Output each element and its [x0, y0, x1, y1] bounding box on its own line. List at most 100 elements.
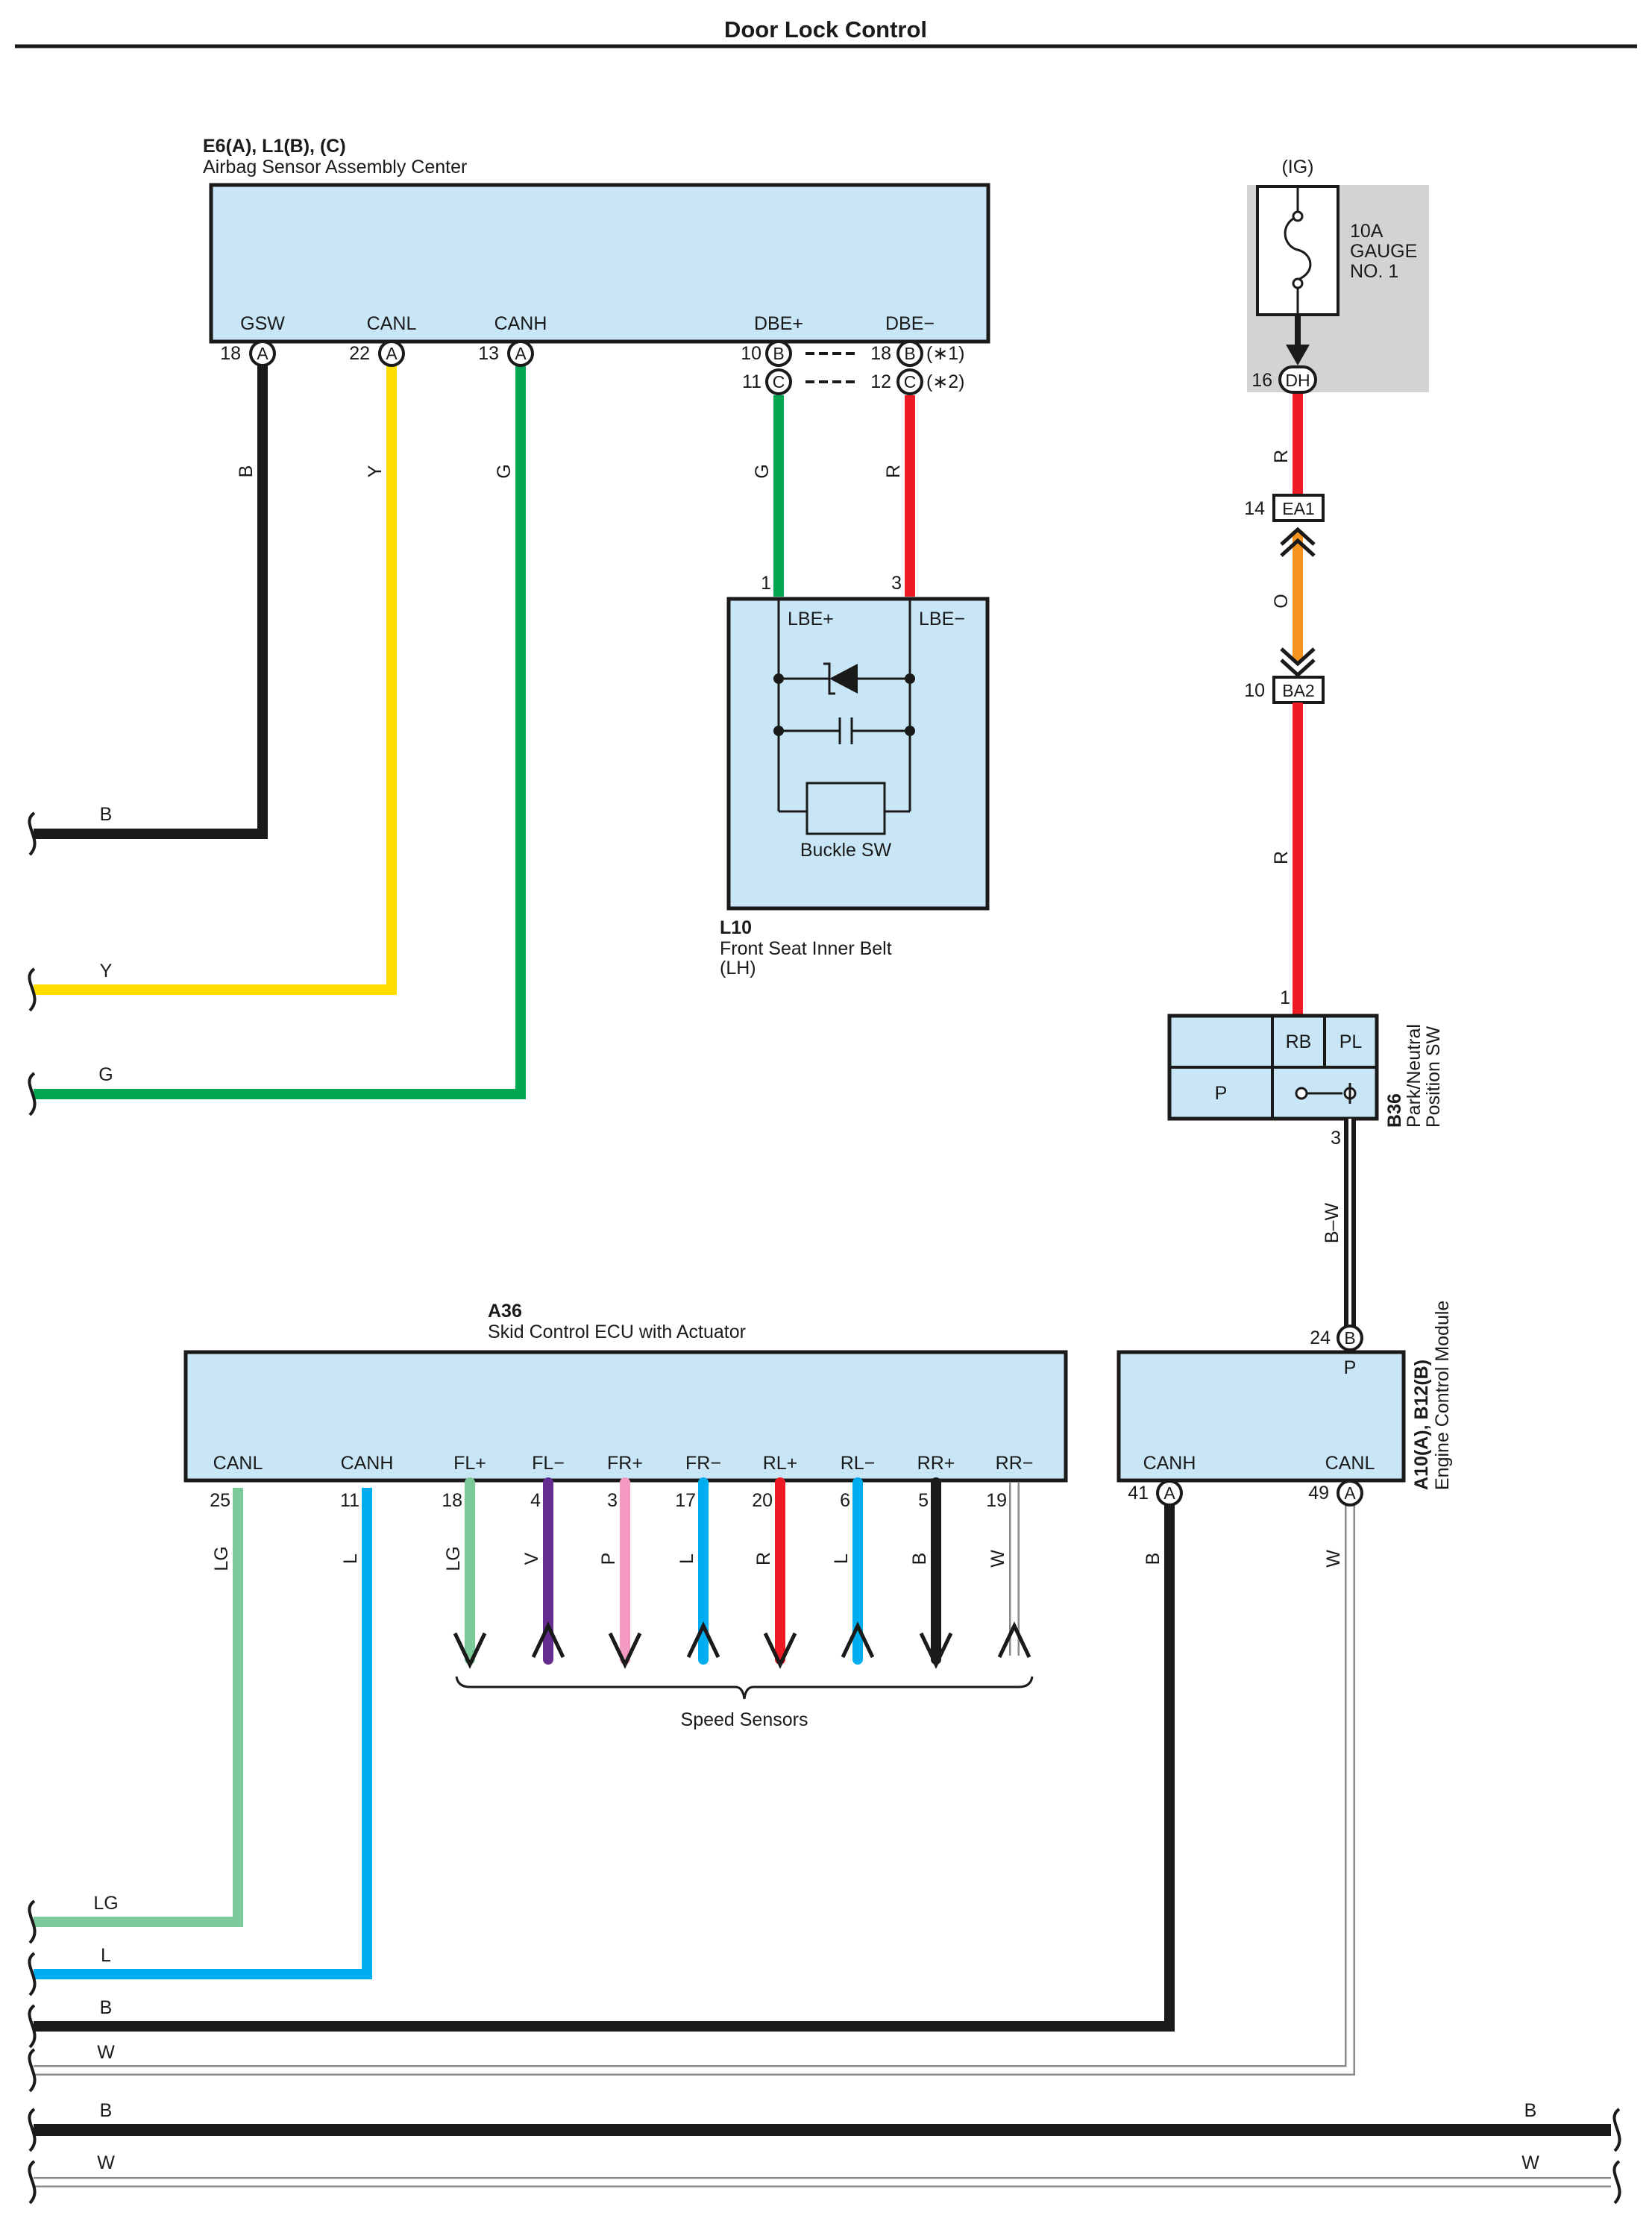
skid-wire-label: W: [987, 1550, 1008, 1568]
fuse-ig: (IG): [1281, 157, 1313, 177]
skid-term-label: RR+: [917, 1453, 955, 1474]
skid-wire-label: L: [676, 1553, 697, 1564]
left-label-w1: W: [97, 2042, 115, 2063]
wire-gsw-b: [34, 354, 268, 839]
skid-wire-label: LG: [443, 1546, 464, 1571]
svg-text:A: A: [1163, 1483, 1175, 1503]
pn-switch-contact-icon: [1295, 1083, 1357, 1104]
svg-text:14: 14: [1244, 498, 1265, 519]
ecm-code: A10(A), B12(B): [1411, 1360, 1432, 1490]
arrow-down-icon: [608, 1632, 642, 1669]
skid-term-label: FR−: [685, 1453, 721, 1474]
speed-sensors-brace: [455, 1676, 1034, 1700]
wire-break-icon: [28, 967, 37, 1012]
skid-pin-number: 3: [607, 1490, 618, 1511]
wire-break-icon: [28, 811, 37, 856]
arrow-up-icon: [686, 1621, 720, 1659]
svg-text:A: A: [257, 344, 268, 363]
arrow-up-icon: [531, 1621, 565, 1659]
buckle-sw-label: Buckle SW: [800, 840, 892, 861]
airbag-pin-10b: 10 B: [741, 340, 792, 367]
wire-break-icon: [1612, 2108, 1621, 2152]
airbag-pin-12c: 12 C (∗2): [870, 368, 965, 395]
svg-text:13: 13: [478, 343, 499, 364]
ecm-term-canh: CANH: [1143, 1453, 1196, 1474]
left-label-lg: LG: [93, 1893, 118, 1914]
svg-text:B: B: [1344, 1328, 1355, 1348]
ecm-term-p: P: [1344, 1357, 1357, 1378]
skid-pin-number: 5: [918, 1490, 929, 1511]
wire-break-icon: [28, 1072, 37, 1116]
svg-text:B: B: [904, 344, 915, 363]
svg-text:10: 10: [741, 343, 761, 364]
airbag-pin-13: 13 A: [478, 340, 534, 367]
skid-term-label: CANH: [341, 1453, 394, 1474]
junction-ba2: 10 BA2: [1244, 676, 1325, 704]
wire-label-dbe-pos: G: [752, 464, 773, 478]
skid-terminals: CANL25LGCANH11LFL+18LGFL−4VFR+3PFR−17LRL…: [210, 1453, 1033, 1571]
wire-canh-g: [34, 354, 526, 1099]
skid-pin-number: 6: [840, 1490, 850, 1511]
fuse-icon: [1284, 186, 1312, 315]
wire-label-ba2-sw: R: [1271, 851, 1292, 864]
airbag-pin-11c: 11 C: [742, 368, 792, 395]
svg-text:49: 49: [1308, 1483, 1329, 1504]
skid-term-label: FL+: [453, 1453, 486, 1474]
pn-pin-in: 1: [1280, 987, 1290, 1008]
skid-pin-number: 11: [340, 1490, 359, 1511]
skid-term-label: FL−: [532, 1453, 565, 1474]
fuse-number: NO. 1: [1350, 261, 1398, 282]
ecm-term-canl: CANL: [1325, 1453, 1375, 1474]
airbag-term-gsw: GSW: [240, 313, 285, 334]
skid-code: A36: [488, 1301, 522, 1322]
skid-pin-number: 18: [442, 1490, 462, 1511]
airbag-sensor-box: [209, 183, 990, 344]
pn-term-p: P: [1215, 1083, 1228, 1104]
skid-wire-label: R: [753, 1552, 774, 1565]
skid-pin-number: 17: [675, 1490, 696, 1511]
wire-label-canl: Y: [365, 465, 386, 477]
wire-break-icon: [28, 2004, 37, 2049]
skid-term-label: FR+: [607, 1453, 643, 1474]
svg-text:11: 11: [742, 371, 761, 392]
ecm-pin-41: 41 A: [1128, 1480, 1183, 1506]
skid-term-label: RR−: [996, 1453, 1034, 1474]
belt-name-1: Front Seat Inner Belt: [720, 938, 892, 959]
right-label-w: W: [1521, 2152, 1539, 2173]
airbag-term-canh: CANH: [494, 313, 547, 334]
wire-ecm-canh-b: [34, 1499, 1175, 2032]
left-label-y: Y: [100, 961, 113, 981]
skid-pin-number: 25: [210, 1490, 230, 1511]
junction-ea1: 14 EA1: [1244, 494, 1325, 522]
skid-wire-label: L: [831, 1553, 852, 1564]
wire-break-icon: [28, 1900, 37, 1944]
svg-text:DH: DH: [1285, 371, 1310, 390]
belt-name-2: (LH): [720, 958, 756, 978]
fuse-connector-arrow: [1286, 345, 1310, 365]
belt-box: [726, 597, 990, 911]
skid-name: Skid Control ECU with Actuator: [488, 1322, 746, 1342]
belt-code: L10: [720, 917, 752, 938]
left-label-b3: B: [100, 2100, 113, 2121]
airbag-term-dbe-pos: DBE+: [754, 313, 803, 334]
page-title: Door Lock Control: [724, 16, 927, 43]
svg-text:BA2: BA2: [1282, 681, 1314, 700]
skid-wire-label: LG: [211, 1546, 232, 1571]
wire-label-sw-ecm: B–W: [1322, 1203, 1342, 1244]
wire-break-icon: [28, 1952, 37, 1996]
skid-wire-label: P: [598, 1553, 619, 1565]
skid-wire-label: V: [521, 1552, 542, 1565]
left-label-l: L: [101, 1945, 111, 1966]
ecm-name: Engine Control Module: [1432, 1301, 1453, 1490]
wire-break-icon: [1612, 2160, 1621, 2205]
airbag-pin-22: 22 A: [349, 340, 405, 367]
svg-text:18: 18: [870, 343, 891, 364]
pn-name-2: Position SW: [1423, 1025, 1444, 1128]
airbag-term-canl: CANL: [367, 313, 417, 334]
airbag-pin-18b: 18 B (∗1): [870, 340, 965, 367]
wire-label-dbe-neg: R: [883, 465, 904, 478]
belt-pin-neg: 3: [891, 573, 902, 594]
wire-skid-canl-lg: [34, 1488, 243, 1927]
belt-internal-circuit: [773, 600, 915, 835]
